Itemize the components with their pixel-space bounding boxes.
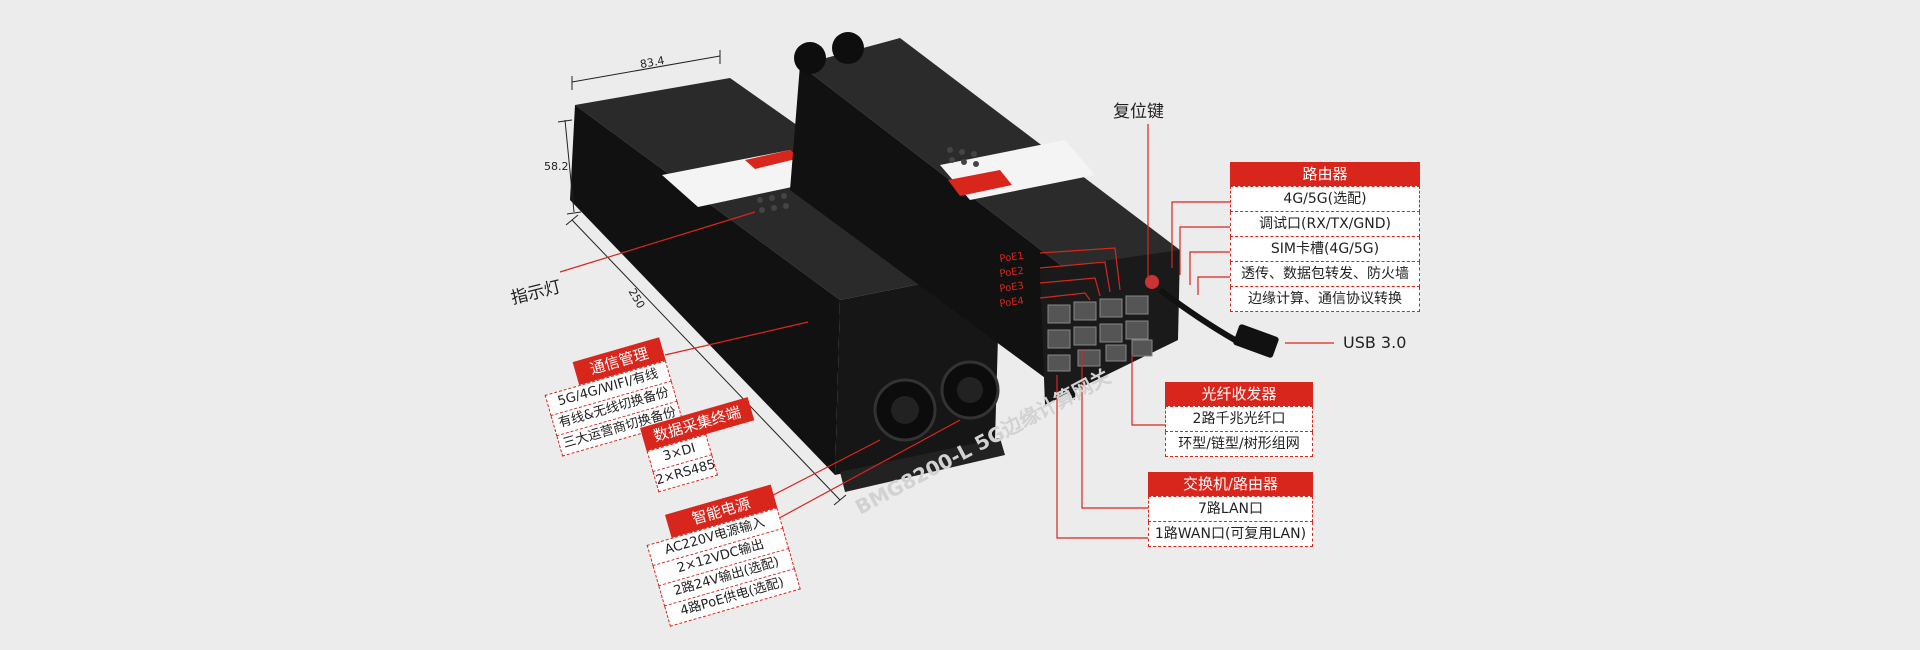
callout-router-4: [1197, 276, 1230, 295]
left-device-side: [570, 105, 840, 475]
poe-label-2: PoE2: [999, 266, 1025, 280]
fiber-row-2: 环型/链型/树形组网: [1165, 432, 1313, 457]
callout-fiber: [1131, 355, 1165, 426]
router-row-3: SIM卡槽(4G/5G): [1230, 237, 1420, 262]
callout-indicator: [559, 211, 756, 273]
router-row-1: 4G/5G(选配): [1230, 186, 1420, 212]
callout-router-2: [1179, 226, 1230, 275]
dim-line-width: [571, 55, 721, 83]
sma-antenna-port: [1145, 275, 1159, 289]
top-gland-1: [794, 42, 826, 74]
mounting-ear: [840, 438, 1005, 492]
dim-line-length: [571, 219, 841, 501]
callout-poe-1: [1039, 247, 1121, 291]
left-device-label-stripe: [745, 150, 800, 169]
router-row-4: 透传、数据包转发、防火墙: [1230, 262, 1420, 287]
switch-panel-title: 交换机/路由器: [1148, 472, 1313, 496]
fiber-row-1: 2路千兆光纤口: [1165, 406, 1313, 432]
usb-plug: [1233, 324, 1279, 358]
poe-label-1: PoE1: [999, 251, 1025, 265]
left-device-label: [662, 150, 825, 207]
lan-ports: [1047, 295, 1153, 372]
router-panel: 路由器 4G/5G(选配) 调试口(RX/TX/GND) SIM卡槽(4G/5G…: [1230, 162, 1420, 312]
poe-tags: PoE1 PoE2 PoE3 PoE4: [999, 251, 1025, 310]
dimension-height: 58.2: [544, 160, 569, 173]
top-gland-2: [832, 32, 864, 64]
router-row-2: 调试口(RX/TX/GND): [1230, 212, 1420, 237]
poe-label-4: PoE4: [999, 296, 1025, 310]
switch-row-1: 7路LAN口: [1148, 496, 1313, 522]
router-panel-title: 路由器: [1230, 162, 1420, 186]
reset-button-label: 复位键: [1113, 102, 1164, 122]
usb-label: USB 3.0: [1343, 333, 1407, 352]
dim-line-height: [564, 119, 575, 213]
callout-router-1: [1171, 201, 1230, 268]
right-device-side: [790, 65, 1080, 400]
callout-power-2: [747, 419, 961, 536]
left-device-front: [835, 268, 1000, 475]
switch-panel: 交换机/路由器 7路LAN口 1路WAN口(可复用LAN): [1148, 472, 1313, 547]
callout-switch-2: [1056, 375, 1148, 539]
cable-gland-left: [873, 378, 937, 442]
usb-cable: [1158, 287, 1237, 343]
cable-gland-right: [940, 360, 1000, 420]
callout-router-3: [1189, 251, 1230, 285]
callout-switch-1: [1081, 350, 1148, 509]
router-row-5: 边缘计算、通信协议转换: [1230, 287, 1420, 312]
fiber-panel: 光纤收发器 2路千兆光纤口 环型/链型/树形组网: [1165, 382, 1313, 457]
switch-row-2: 1路WAN口(可复用LAN): [1148, 522, 1313, 547]
callout-poe-3: [1039, 277, 1101, 297]
callout-comm: [664, 321, 809, 356]
poe-label-3: PoE3: [999, 281, 1025, 295]
fiber-panel-title: 光纤收发器: [1165, 382, 1313, 406]
right-led-group: [947, 147, 979, 167]
right-device-label-stripe: [948, 170, 1012, 196]
left-led-group: [757, 193, 789, 213]
callout-poe-2: [1039, 261, 1111, 293]
callout-poe-4: [1039, 292, 1091, 301]
